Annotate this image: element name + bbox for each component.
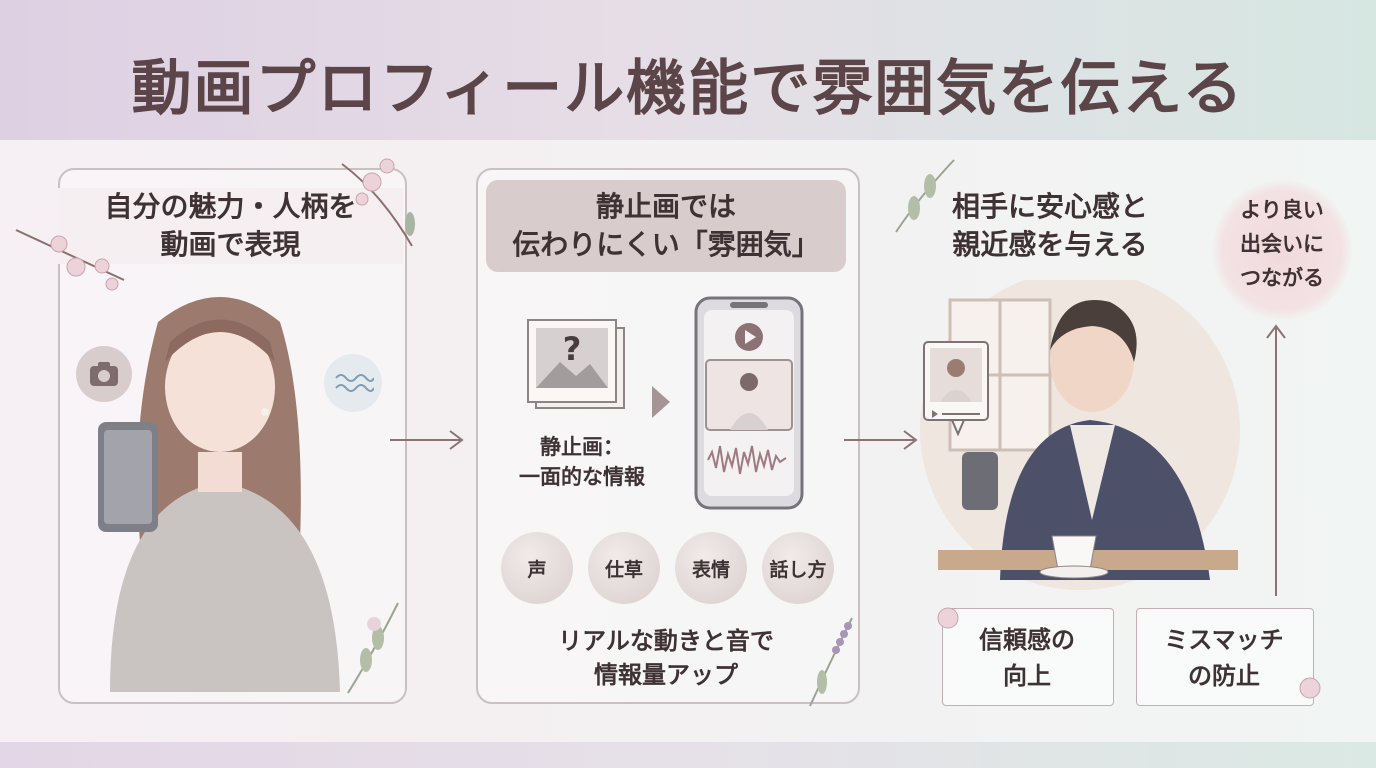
camera-icon [90,362,118,386]
still-caption-line2: 一面的な情報 [519,465,645,489]
man-with-coffee-illustration [920,280,1240,590]
panel2-heading: 静止画では 伝わりにくい「雰囲気」 [486,180,846,272]
panel2-bottom-line1: リアルな動きと音で [558,627,774,655]
circle-voice: 声 [501,532,573,604]
goal-line1: より良い [1240,198,1324,222]
panel1-heading-line2: 動画で表現 [160,228,301,261]
circle-gesture: 仕草 [588,532,660,604]
panel1-heading: 自分の魅力・人柄を 動画で表現 [58,188,403,264]
page-title: 動画プロフィール機能で雰囲気を伝える [131,54,1245,124]
footer-band [0,742,1376,768]
circle-way-of-speaking: 話し方 [762,532,834,604]
wave-bubble [324,354,382,412]
goal-line3: つながる [1240,266,1324,290]
benefit-mismatch: ミスマッチ の防止 [1136,622,1312,694]
leaf-sprig-bottom-left [347,602,399,694]
panel3-heading-line2: 親近感を与える [952,228,1148,261]
blossom-branch-right [341,158,415,247]
benefit-mismatch-line2: の防止 [1188,662,1260,690]
blossom-corner-right [1299,677,1321,699]
benefit-trust-line1: 信頼感の [979,626,1075,654]
header-band [0,0,1376,140]
benefit-trust-line2: 向上 [1003,662,1051,690]
panel2-heading-line2: 伝わりにくい「雰囲気」 [512,228,820,261]
benefit-mismatch-line1: ミスマッチ [1164,626,1284,654]
still-photo-illustration [527,319,625,409]
arrow-right-icon [390,430,464,450]
sound-wave-icon [335,374,374,392]
panel2-heading-line1: 静止画では [595,190,736,223]
benefit-frame-trust [942,608,1114,706]
video-thumbnail-bubble [923,341,989,436]
leaf-sprig-top [895,159,955,233]
panel2-bottom-line2: 情報量アップ [594,661,738,689]
panel3-heading-line1: 相手に安心感と [951,190,1148,223]
triangle-arrow-icon [652,386,670,418]
goal-circle [1212,180,1352,320]
still-caption-line1: 静止画： [540,435,624,459]
blossom-branch-left [15,229,125,291]
panel1-heading-line1: 自分の魅力・人柄を [104,190,357,223]
woman-with-phone-illustration [98,297,340,692]
arrow-up-icon [1266,324,1286,596]
circle-expression: 表情 [675,532,747,604]
arrow-right-icon-2 [844,430,918,450]
question-mark: ? [562,330,582,368]
goal-line2: 出会いに [1240,232,1324,256]
play-icon [735,323,763,351]
benefit-frame-mismatch [1136,608,1314,706]
panel2-bottom-text: リアルな動きと音で 情報量アップ [486,624,846,692]
panel3-heading: 相手に安心感と 親近感を与える [910,188,1190,264]
still-caption: 静止画： 一面的な情報 [502,432,662,492]
smartphone-video-illustration [694,296,804,510]
benefit-trust: 信頼感の 向上 [942,622,1112,694]
goal-text: より良い 出会いに つながる [1212,193,1352,295]
lavender-sprig [809,617,853,707]
blossom-corner-left [937,607,959,629]
